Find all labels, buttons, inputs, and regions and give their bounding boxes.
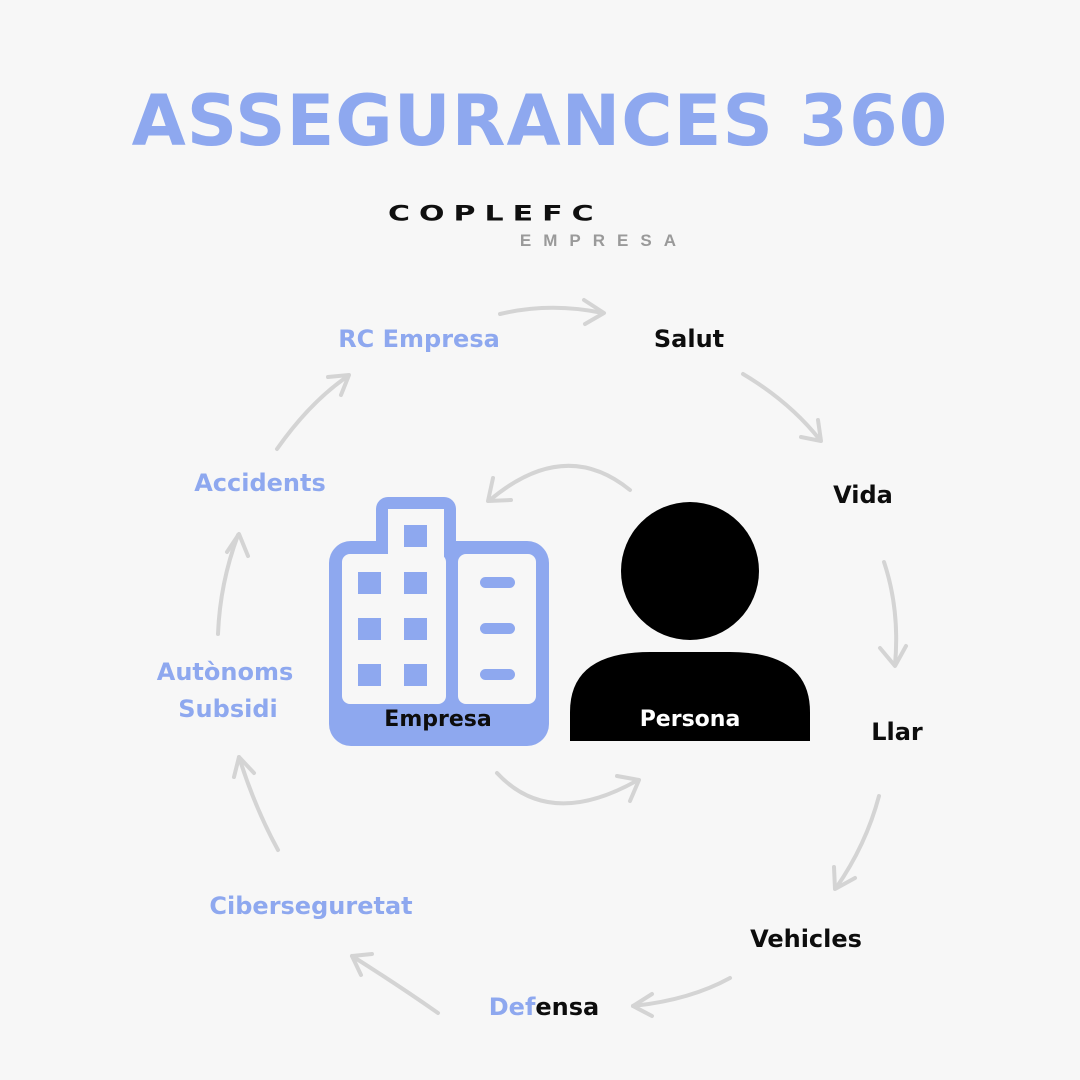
arrow-accidents-to-rc xyxy=(275,374,350,451)
arrow-empresa-to-persona xyxy=(495,771,640,806)
arrowhead-accidents-to-rc xyxy=(326,373,351,397)
arrow-ciber-to-autonoms xyxy=(237,755,280,852)
label-rc-empresa: RC Empresa xyxy=(338,325,500,353)
arrowhead-ciber-to-autonoms xyxy=(232,755,256,779)
label-defensa-suffix: ensa xyxy=(535,993,600,1021)
arrow-persona-to-empresa xyxy=(488,463,632,502)
label-subsidi: Subsidi xyxy=(178,695,278,723)
arrowhead-vehicles-to-defensa xyxy=(631,992,654,1018)
brand-logo: COPLEFC EMPRESA xyxy=(388,203,690,251)
arrow-salut-to-vida xyxy=(741,372,822,442)
arrowhead-salut-to-vida xyxy=(799,418,823,443)
arrowhead-persona-to-empresa xyxy=(486,476,513,503)
arrowhead-rc-to-salut xyxy=(582,298,606,326)
arrow-autonoms-to-accidents xyxy=(216,533,240,636)
arrowhead-defensa-to-ciber xyxy=(350,952,374,977)
arrowhead-autonoms-to-accidents xyxy=(225,532,250,558)
company-label: Empresa xyxy=(384,707,492,732)
arrow-vida-to-llar xyxy=(882,560,899,667)
label-accidents: Accidents xyxy=(194,469,326,497)
arrow-rc-to-salut xyxy=(498,305,605,316)
label-salut: Salut xyxy=(653,325,725,353)
label-defensa: Defensa xyxy=(489,992,599,1022)
label-vida: Vida xyxy=(833,481,893,509)
arrowhead-empresa-to-persona xyxy=(615,774,641,803)
logo-name: COPLEFC xyxy=(388,200,603,227)
label-defensa-prefix: Def xyxy=(488,993,536,1021)
logo-tagline: EMPRESA xyxy=(519,231,688,250)
arrowhead-vida-to-llar xyxy=(878,644,908,668)
person-label: Persona xyxy=(639,707,741,732)
label-llar: Llar xyxy=(871,718,923,746)
label-autonoms: Autònoms xyxy=(156,658,294,686)
arrow-vehicles-to-defensa xyxy=(631,976,732,1008)
arrowhead-llar-to-vehicles xyxy=(832,865,857,891)
arrow-defensa-to-ciber xyxy=(350,954,440,1015)
label-ciberseguretat: Ciberseguretat xyxy=(209,892,413,920)
label-vehicles: Vehicles xyxy=(750,925,862,953)
arrow-llar-to-vehicles xyxy=(834,794,881,890)
page-title: ASSEGURANCES 360 xyxy=(131,80,949,162)
